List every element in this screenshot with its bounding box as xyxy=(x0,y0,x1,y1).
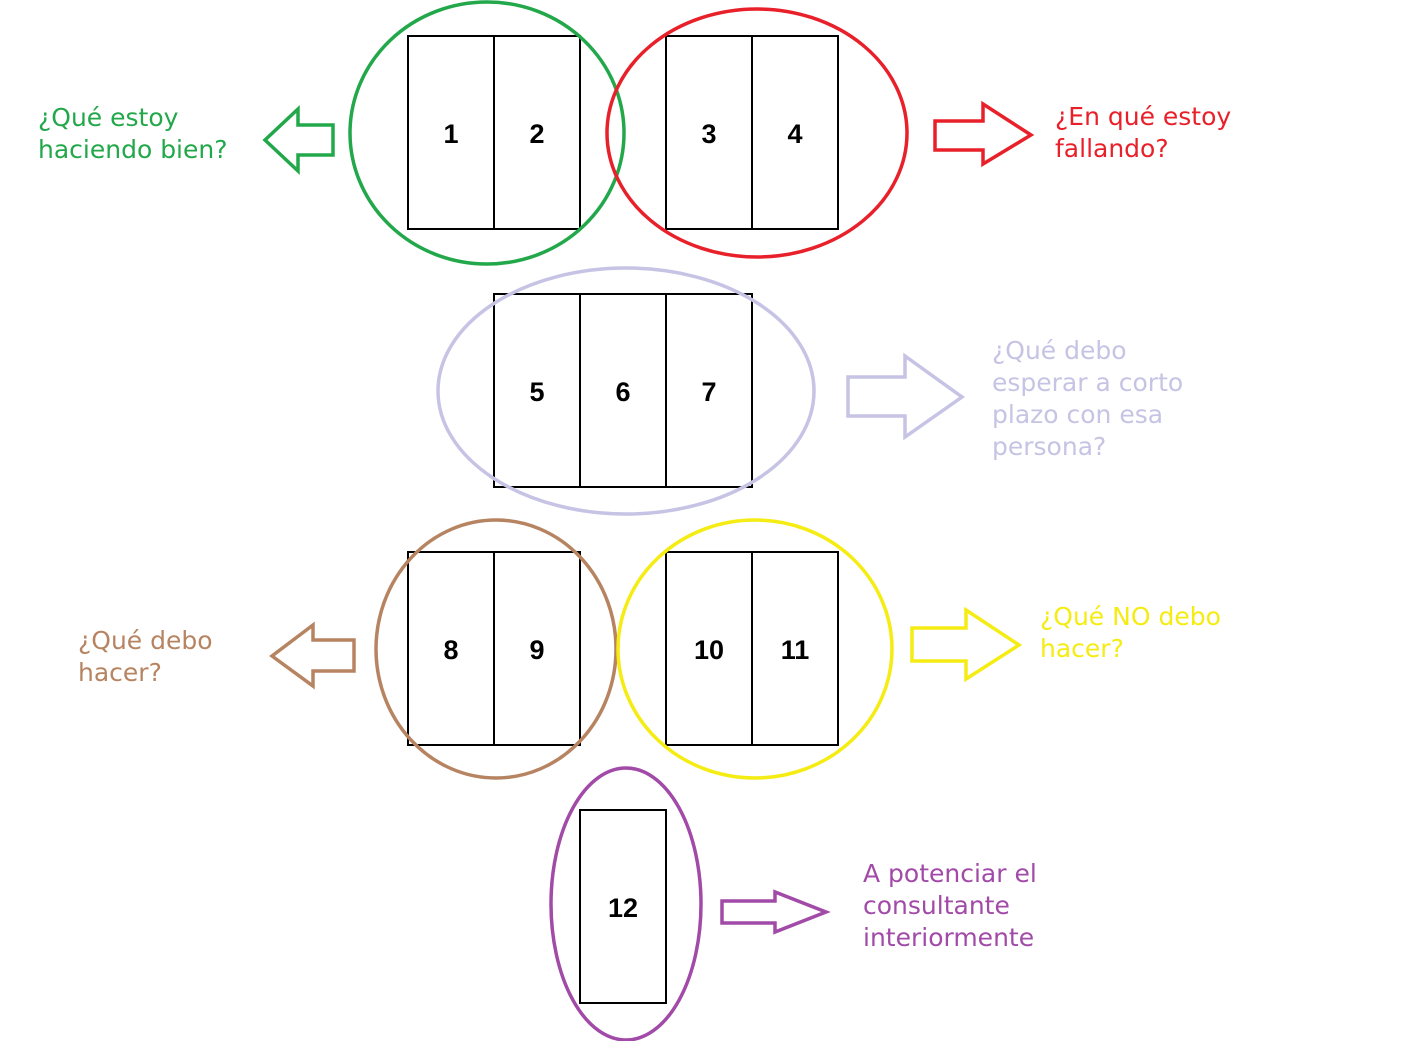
card-4-number: 4 xyxy=(787,119,802,149)
yellow-group-ring xyxy=(616,518,894,780)
card-1: 1 xyxy=(407,35,495,230)
card-4: 4 xyxy=(751,35,839,230)
lavender-right-arrow xyxy=(846,352,966,441)
yellow-right-arrow xyxy=(910,606,1023,683)
card-10: 10 xyxy=(665,551,753,746)
card-8-number: 8 xyxy=(443,635,458,665)
card-9-number: 9 xyxy=(529,635,544,665)
purple-group-ring xyxy=(549,766,703,1041)
card-11-number: 11 xyxy=(781,635,810,665)
card-12-number: 12 xyxy=(608,893,638,923)
yellow-caption: ¿Qué NO debo hacer? xyxy=(1040,602,1229,663)
brown-caption: ¿Qué debo hacer? xyxy=(78,626,221,687)
card-11: 11 xyxy=(751,551,839,746)
card-7: 7 xyxy=(665,293,753,488)
card-3-number: 3 xyxy=(701,119,716,149)
card-9: 9 xyxy=(493,551,581,746)
card-3: 3 xyxy=(665,35,753,230)
card-2-number: 2 xyxy=(529,119,544,149)
brown-left-arrow xyxy=(269,621,356,690)
card-5: 5 xyxy=(493,293,581,488)
card-12: 12 xyxy=(579,809,667,1004)
lavender-group-ring xyxy=(436,266,816,516)
red-right-arrow xyxy=(933,100,1035,168)
card-7-number: 7 xyxy=(701,377,716,407)
card-5-number: 5 xyxy=(529,377,544,407)
brown-group-ring xyxy=(374,518,618,780)
purple-right-arrow xyxy=(720,889,831,935)
red-group-ring xyxy=(605,7,909,259)
red-caption: ¿En qué estoy fallando? xyxy=(1055,102,1239,163)
card-2: 2 xyxy=(493,35,581,230)
card-8: 8 xyxy=(407,551,495,746)
green-left-arrow xyxy=(262,104,335,176)
lavender-caption: ¿Qué debo esperar a corto plazo con esa … xyxy=(992,336,1191,461)
green-caption: ¿Qué estoy haciendo bien? xyxy=(38,103,228,164)
card-10-number: 10 xyxy=(694,635,724,665)
card-6: 6 xyxy=(579,293,667,488)
card-6-number: 6 xyxy=(615,377,630,407)
green-group-ring xyxy=(348,0,626,266)
purple-caption: A potenciar el consultante interiormente xyxy=(863,859,1045,952)
card-1-number: 1 xyxy=(443,119,458,149)
